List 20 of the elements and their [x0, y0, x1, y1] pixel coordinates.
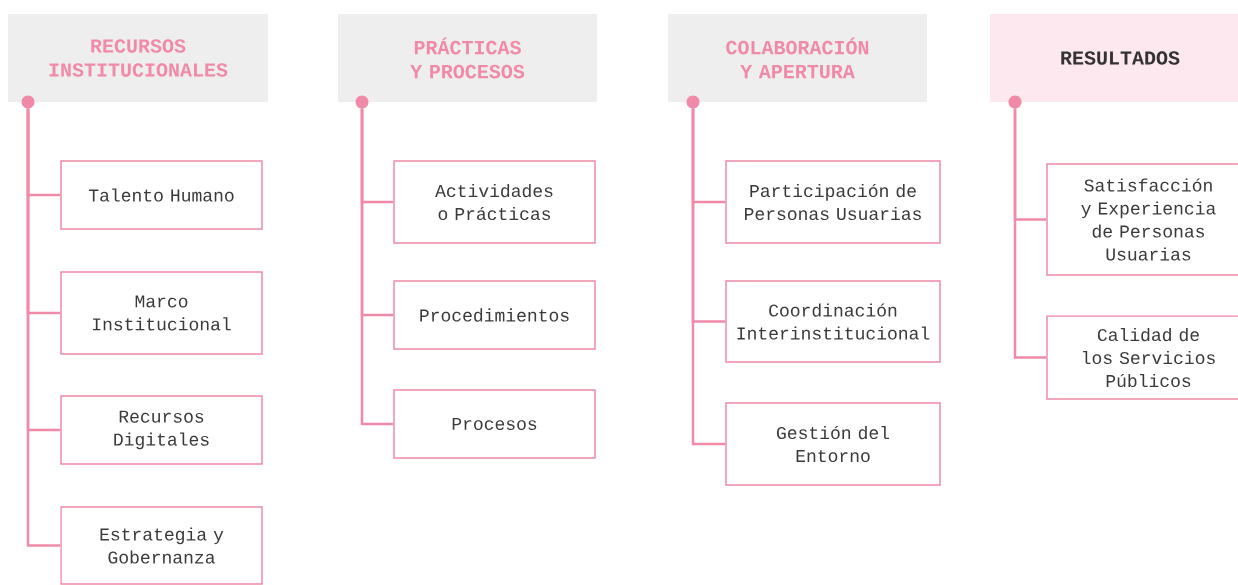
item-box: Gestión del Entorno: [725, 402, 941, 486]
connector-line: [26, 108, 61, 547]
connector-line: [360, 108, 394, 426]
item-box: Actividades o Prácticas: [393, 160, 596, 244]
connector-line: [1013, 108, 1047, 359]
item-box: Participación de Personas Usuarias: [725, 160, 941, 244]
header-band: RECURSOS INSTITUCIONALES: [8, 14, 268, 109]
item-box: Recursos Digitales: [60, 395, 263, 465]
header-band: COLABORACIÓN Y APERTURA: [668, 14, 927, 109]
header-band: PRÁCTICAS Y PROCESOS: [338, 14, 597, 109]
item-box: Procesos: [393, 389, 596, 459]
connector-line: [691, 108, 726, 446]
item-box: Calidad de los Servicios Públicos: [1046, 315, 1238, 400]
item-box: Marco Institucional: [60, 271, 263, 355]
item-box: Satisfacción y Experiencia de Personas Usuarias: [1046, 163, 1238, 276]
item-box: Talento Humano: [60, 160, 263, 230]
header-band: RESULTADOS: [990, 14, 1238, 109]
item-box: Coordinación Interinstitucional: [725, 280, 941, 363]
item-box: Estrategia y Gobernanza: [60, 506, 263, 585]
item-box: Procedimientos: [393, 280, 596, 350]
